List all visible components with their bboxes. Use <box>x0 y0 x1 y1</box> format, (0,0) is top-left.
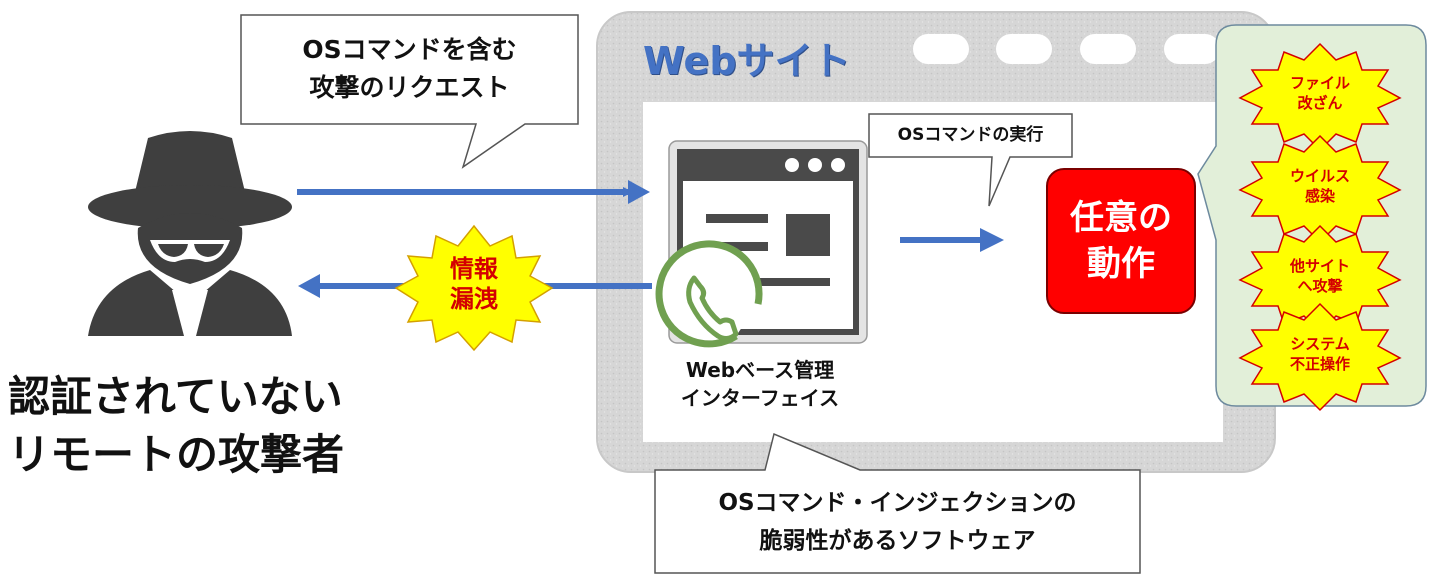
effect-4-line2: 不正操作 <box>1289 355 1350 373</box>
effect-bursts <box>1238 42 1402 412</box>
effect-text-2: ウイルス 感染 <box>1260 166 1380 206</box>
effect-burst-4 <box>1238 302 1402 412</box>
vuln-callout-line1: OSコマンド・インジェクションの <box>718 490 1077 516</box>
request-callout-line1: OSコマンドを含む <box>302 35 517 64</box>
request-callout-bubble <box>240 14 579 169</box>
action-line1: 任意の <box>1070 198 1172 238</box>
attacker-caption-line1: 認証されていない <box>8 372 343 421</box>
request-arrow-head <box>628 180 650 204</box>
attacker-spy-icon <box>88 131 292 336</box>
leak-arrow-head <box>298 274 320 298</box>
effect-text-3: 他サイト へ攻撃 <box>1260 256 1380 296</box>
effect-1-line1: ファイル <box>1289 74 1350 92</box>
exec-arrow-head <box>980 228 1004 252</box>
effect-text-1: ファイル 改ざん <box>1260 73 1380 113</box>
os-exec-callout-text: OSコマンドの実行 <box>897 125 1044 145</box>
request-callout-line2: 攻撃のリクエスト <box>309 73 510 102</box>
effect-2-line2: 感染 <box>1304 187 1335 205</box>
effect-text-4: システム 不正操作 <box>1260 334 1380 374</box>
admin-interface-line2: インターフェイス <box>680 386 840 410</box>
website-title: Webサイト <box>643 39 851 83</box>
attacker-caption-line2: リモートの攻撃者 <box>8 430 345 479</box>
attacker-caption: 認証されていない リモートの攻撃者 <box>8 368 408 484</box>
action-line2: 動作 <box>1087 244 1155 284</box>
effect-1-line2: 改ざん <box>1297 94 1343 112</box>
admin-interface-line1: Webベース管理 <box>685 358 835 382</box>
leak-burst <box>394 224 554 352</box>
request-callout-text: OSコマンドを含む 攻撃のリクエスト <box>241 31 578 107</box>
effect-3-line1: 他サイト <box>1289 257 1350 275</box>
effect-2-line1: ウイルス <box>1289 167 1350 185</box>
effect-3-line2: へ攻撃 <box>1297 277 1343 295</box>
leak-burst-line2: 漏洩 <box>450 285 498 313</box>
admin-interface-label: Webベース管理 インターフェイス <box>640 356 880 412</box>
action-box: 任意の 動作 <box>1046 168 1196 314</box>
effect-4-line1: システム <box>1290 335 1350 353</box>
os-exec-callout-bubble <box>868 113 1073 207</box>
vuln-callout-bubble <box>654 432 1141 574</box>
vuln-callout-line2: 脆弱性があるソフトウェア <box>759 528 1036 554</box>
vuln-callout-text: OSコマンド・インジェクションの 脆弱性があるソフトウェア <box>655 484 1140 560</box>
phone-icon <box>655 240 763 348</box>
leak-burst-line1: 情報 <box>450 255 498 283</box>
leak-burst-text: 情報 漏洩 <box>424 254 524 314</box>
